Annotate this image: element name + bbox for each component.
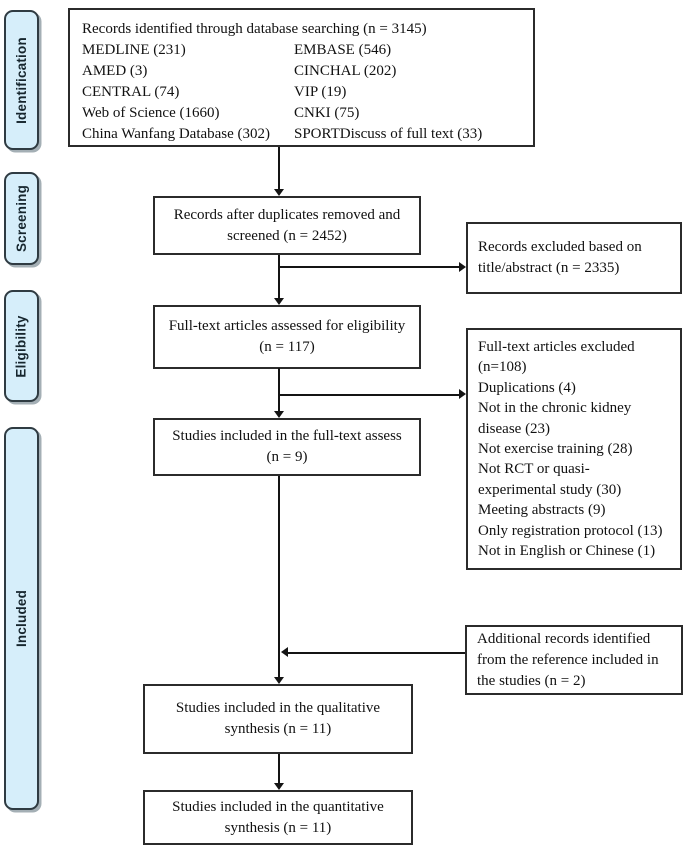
- box-qualitative-synthesis: Studies included in the qualitative synt…: [143, 684, 413, 754]
- connector-from-additional-records: [288, 652, 465, 654]
- box-additional-records: Additional records identified from the r…: [465, 625, 683, 695]
- exclusion-reason-item: Not in English or Chinese (1): [478, 543, 656, 560]
- connector-to-fulltext-excluded: [280, 394, 459, 396]
- box-quantitative-synthesis: Studies included in the quantitative syn…: [143, 790, 413, 845]
- exclusion-reason-item: Duplications (4): [478, 379, 576, 396]
- database-row: CENTRAL (74) VIP (19): [82, 82, 523, 103]
- connector-to-records-excluded: [280, 266, 459, 268]
- connector-assessed-to-included: [278, 368, 280, 412]
- connector-to-qualitative: [278, 476, 280, 678]
- database-cell-left: AMED (3): [82, 63, 148, 79]
- stage-label-screening: Screening: [14, 184, 30, 253]
- exclusion-reason-item: Meeting abstracts (9): [478, 502, 606, 519]
- arrowhead-down-icon: [274, 189, 284, 196]
- arrowhead-down-icon: [274, 411, 284, 418]
- arrowhead-down-icon: [274, 783, 284, 790]
- database-cell-right: EMBASE (546): [294, 42, 392, 58]
- database-row: Web of Science (1660) CNKI (75): [82, 103, 523, 124]
- database-cell-right: SPORTDiscuss of full text (33): [294, 126, 483, 142]
- database-cell-right: VIP (19): [294, 84, 347, 100]
- box-fulltext-excluded: Full-text articles excluded (n=108) Dupl…: [466, 328, 682, 570]
- box-fulltext-included: Studies included in the full-text assess…: [153, 418, 421, 476]
- stage-label-identification: Identification: [14, 36, 29, 124]
- database-cell-right: CNKI (75): [294, 105, 360, 121]
- box-records-excluded: Records excluded based on title/abstract…: [466, 222, 682, 294]
- stage-bar-eligibility: Eligibility: [4, 290, 39, 402]
- connector-identified-to-screened: [278, 147, 280, 190]
- arrowhead-left-icon: [281, 647, 288, 657]
- box-records-identified: Records identified through database sear…: [68, 8, 535, 147]
- arrowhead-down-icon: [274, 677, 284, 684]
- stage-label-eligibility: Eligibility: [14, 314, 29, 378]
- box-fulltext-assessed: Full-text articles assessed for eligibil…: [153, 305, 421, 369]
- exclusion-reason-item: Not in the chronic kidney disease (23): [478, 400, 632, 437]
- database-row: China Wanfang Database (302) SPORTDiscus…: [82, 124, 523, 145]
- stage-bar-screening: Screening: [4, 172, 39, 265]
- connector-screened-to-assessed: [278, 255, 280, 299]
- exclusion-reason-item: Not exercise training (28): [478, 441, 633, 458]
- exclusion-reason-item: Full-text articles excluded (n=108): [478, 339, 635, 376]
- database-row: MEDLINE (231) EMBASE (546): [82, 40, 523, 61]
- database-row: AMED (3) CINCHAL (202): [82, 61, 523, 82]
- stage-bar-identification: Identification: [4, 10, 39, 150]
- records-identified-title: Records identified through database sear…: [82, 21, 427, 37]
- connector-qualitative-to-quantitative: [278, 754, 280, 784]
- database-cell-left: China Wanfang Database (302): [82, 126, 271, 142]
- stage-bar-included: Included: [4, 427, 39, 810]
- database-cell-left: MEDLINE (231): [82, 42, 186, 58]
- database-cell-left: Web of Science (1660): [82, 105, 220, 121]
- exclusion-reason-item: Not RCT or quasi- experimental study (30…: [478, 461, 622, 498]
- database-cell-left: CENTRAL (74): [82, 84, 180, 100]
- arrowhead-right-icon: [459, 262, 466, 272]
- arrowhead-right-icon: [459, 389, 466, 399]
- stage-label-included: Included: [14, 589, 30, 648]
- arrowhead-down-icon: [274, 298, 284, 305]
- exclusion-reason-item: Only registration protocol (13): [478, 522, 663, 539]
- database-cell-right: CINCHAL (202): [294, 63, 397, 79]
- box-duplicates-removed: Records after duplicates removed and scr…: [153, 196, 421, 255]
